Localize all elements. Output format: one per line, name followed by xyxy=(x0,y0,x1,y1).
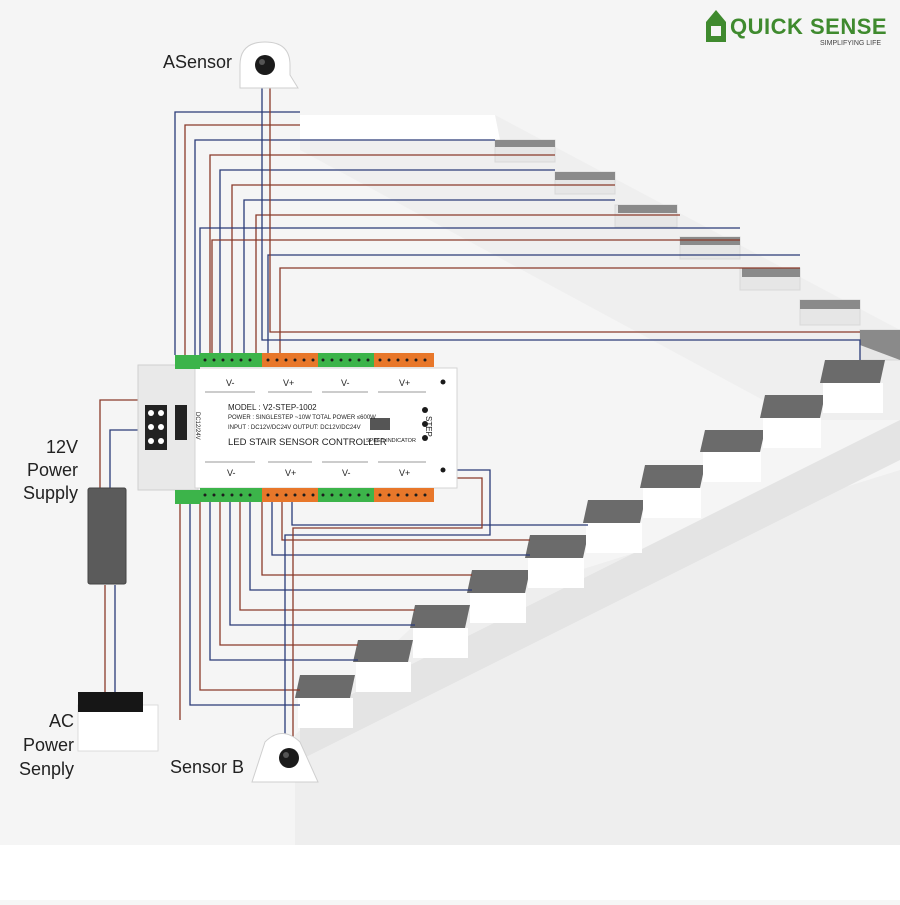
power-supply-box xyxy=(87,487,127,585)
bottom-terminal-strip xyxy=(175,488,434,504)
brand-tagline: SIMPLIFYING LIFE xyxy=(820,40,882,47)
top-group-1: V- xyxy=(226,378,235,388)
ac-power-label: AC Power Senply xyxy=(18,709,74,781)
power-supply-line1: 12V xyxy=(45,437,78,457)
brand: QUICK SENSE SIMPLIFYING LIFE xyxy=(700,6,895,56)
bottom-group-2: V+ xyxy=(285,468,297,478)
bottom-band xyxy=(0,845,900,900)
ac-power-line3: Senply xyxy=(18,759,74,779)
ac-power-line2: Power xyxy=(22,735,74,755)
ac-power-line1: AC xyxy=(48,711,74,731)
power-supply-label: 12V xyxy=(40,436,78,459)
power-supply-label-2: Power Supply xyxy=(18,459,78,505)
ac-power-block xyxy=(77,692,159,752)
top-group-3: V- xyxy=(341,378,350,388)
stair-controller xyxy=(137,353,458,504)
sensor-b-label: Sensor B xyxy=(170,757,245,777)
sensor-a-device xyxy=(239,41,299,89)
brand-name: QUICK SENSE xyxy=(730,14,888,39)
brand-logo-icon xyxy=(706,10,726,42)
controller-power: POWER : SINGLESTEP ~10W TOTAL POWER ≤600… xyxy=(228,415,376,421)
top-group-4: V+ xyxy=(399,378,411,388)
bottom-group-3: V- xyxy=(342,468,351,478)
speed-indicator-display xyxy=(370,418,390,430)
top-group-2: V+ xyxy=(283,378,295,388)
sensor-a-label: ASensor xyxy=(163,52,233,72)
bottom-group-1: V- xyxy=(227,468,236,478)
controller-side-label: DC12/24V xyxy=(194,412,200,440)
power-supply-line2: Power xyxy=(26,460,78,480)
controller-title: LED STAIR SENSOR CONTROLLER xyxy=(228,437,387,448)
wiring xyxy=(99,88,861,740)
bottom-group-4: V+ xyxy=(399,468,411,478)
speed-indicator-label: SPEED INDICATOR xyxy=(366,438,416,444)
step-label: STEP xyxy=(424,416,433,437)
controller-io: INPUT : DC12V/DC24V OUTPUT: DC12V/DC24V xyxy=(228,425,361,431)
power-supply-line3: Supply xyxy=(22,483,78,503)
controller-model: MODEL : V2-STEP-1002 xyxy=(228,403,317,412)
lower-staircase xyxy=(295,360,900,845)
sensor-b-device xyxy=(251,733,319,783)
